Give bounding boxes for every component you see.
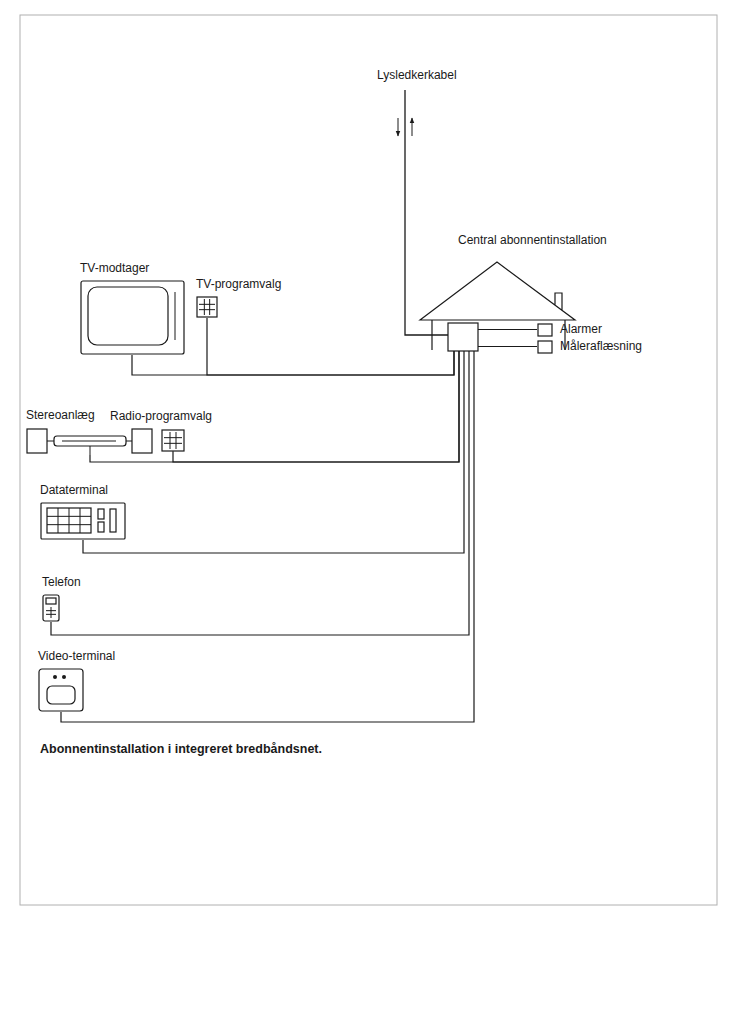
tv-program-selector: TV-programvalg bbox=[196, 277, 281, 318]
key-grid bbox=[199, 304, 215, 305]
device-label: Telefon bbox=[42, 575, 81, 590]
key-grid bbox=[46, 614, 56, 615]
telephone: Telefon bbox=[42, 575, 81, 622]
alarm-unit-shape bbox=[537, 323, 553, 337]
alarm-unit: Alarmer bbox=[537, 322, 602, 337]
unit-box bbox=[538, 324, 552, 336]
key-grid bbox=[164, 437, 182, 438]
central-unit bbox=[448, 323, 478, 351]
key-grid bbox=[58, 508, 59, 533]
device-label: Stereoanlæg bbox=[26, 408, 95, 423]
key-grid bbox=[80, 508, 81, 533]
caption: Abonnentinstallation i integreret bredbå… bbox=[40, 742, 322, 757]
keypad bbox=[162, 430, 184, 451]
connector bbox=[51, 351, 469, 635]
key-grid bbox=[209, 299, 210, 315]
tv-program-selector-shape bbox=[196, 296, 218, 318]
video-terminal: Video-terminal bbox=[38, 649, 115, 712]
terminal-keys bbox=[47, 508, 91, 533]
house-outline bbox=[420, 262, 575, 350]
data-terminal-shape bbox=[40, 502, 126, 540]
speaker bbox=[27, 429, 47, 453]
speaker-wire bbox=[126, 441, 132, 442]
radio-program-selector-shape bbox=[110, 428, 215, 452]
central-installation-shape bbox=[420, 255, 580, 355]
stereo-stub bbox=[90, 446, 91, 455]
amplifier-slot bbox=[62, 441, 116, 442]
key-grid bbox=[69, 508, 70, 533]
device-label: TV-modtager bbox=[80, 261, 149, 276]
device-label: Dataterminal bbox=[40, 483, 108, 498]
device-label: Radio-programvalg bbox=[110, 409, 212, 424]
terminal-case bbox=[41, 503, 125, 539]
tv-panel-line bbox=[175, 292, 176, 340]
speaker bbox=[132, 429, 152, 453]
video-case bbox=[39, 669, 83, 711]
device-label: Video-terminal bbox=[38, 649, 115, 664]
video-lamp bbox=[53, 675, 57, 679]
video-terminal-shape bbox=[38, 668, 84, 712]
down-arrow bbox=[398, 118, 399, 136]
key-grid bbox=[170, 432, 171, 449]
keypad bbox=[197, 297, 217, 317]
tv-cabinet bbox=[81, 281, 184, 354]
device-label: TV-programvalg bbox=[196, 277, 281, 292]
key-grid bbox=[47, 524, 91, 525]
connector bbox=[173, 351, 459, 462]
device-label: Central abonnentinstallation bbox=[458, 233, 607, 248]
key-grid bbox=[204, 299, 205, 315]
connector bbox=[132, 351, 454, 375]
terminal-button bbox=[98, 522, 104, 532]
radio-program-selector: Radio-programvalg bbox=[110, 409, 215, 452]
meter-reading-unit: Måleraflæsning bbox=[537, 339, 642, 354]
connector bbox=[207, 318, 454, 375]
meter-reading-unit-shape bbox=[537, 340, 553, 354]
key-grid bbox=[176, 432, 177, 449]
terminal-slot bbox=[110, 509, 116, 532]
tv-screen bbox=[88, 287, 168, 345]
telephone-shape bbox=[42, 594, 60, 622]
data-terminal: Dataterminal bbox=[40, 483, 126, 540]
connector bbox=[90, 351, 459, 462]
key-grid bbox=[51, 607, 52, 618]
amplifier bbox=[54, 436, 126, 446]
connector bbox=[83, 351, 464, 553]
connector bbox=[478, 346, 537, 347]
unit-box bbox=[538, 341, 552, 353]
video-slot bbox=[47, 686, 75, 704]
speaker-wire bbox=[47, 441, 54, 442]
fiber-cable bbox=[405, 90, 448, 335]
central-installation: Central abonnentinstallation bbox=[420, 255, 580, 355]
tv-receiver-shape bbox=[80, 280, 185, 355]
keypad-stub bbox=[173, 451, 174, 452]
device-label: Måleraflæsning bbox=[560, 339, 642, 354]
connector bbox=[478, 329, 537, 330]
video-lamp bbox=[62, 675, 66, 679]
telephone-handset bbox=[46, 598, 56, 604]
key-grid bbox=[46, 610, 56, 611]
cable-label: Lysledkerkabel bbox=[377, 68, 457, 83]
key-grid bbox=[164, 443, 182, 444]
terminal-button bbox=[98, 509, 104, 519]
tv-receiver: TV-modtager bbox=[80, 261, 185, 355]
key-grid bbox=[47, 516, 91, 517]
key-grid bbox=[199, 309, 215, 310]
up-arrow bbox=[412, 118, 413, 136]
page-frame bbox=[20, 15, 717, 905]
device-label: Alarmer bbox=[560, 322, 602, 337]
telephone-body bbox=[43, 595, 59, 621]
stereo-system-shape bbox=[26, 427, 154, 455]
